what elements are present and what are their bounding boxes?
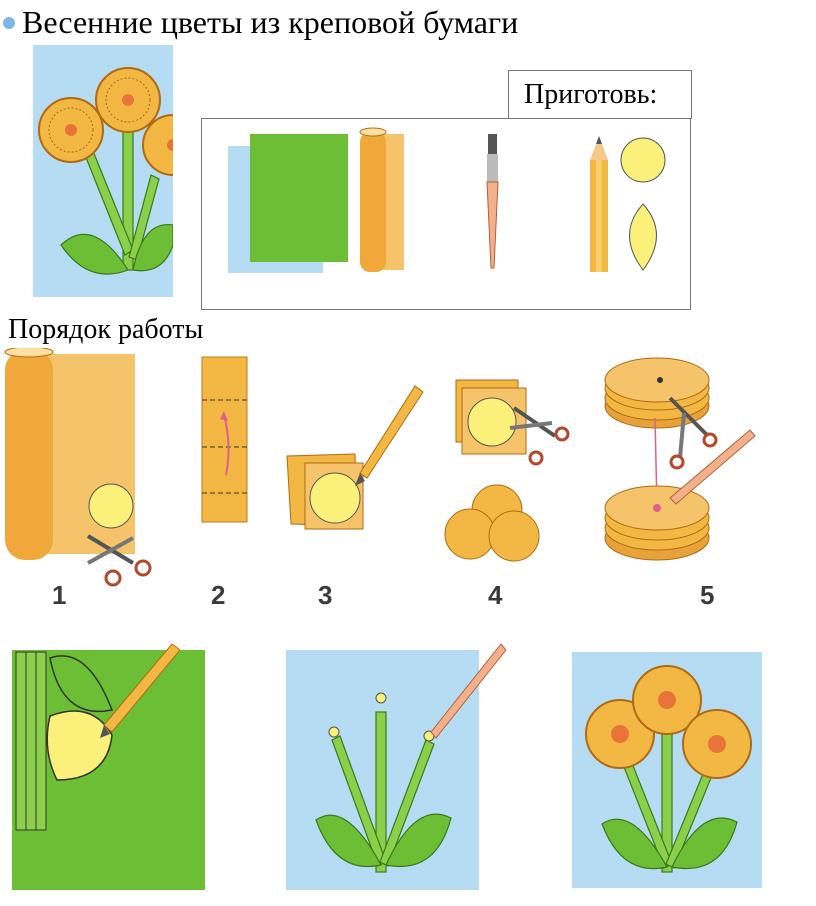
step-7-illustration: [286, 643, 506, 890]
prepare-label-box: [508, 70, 692, 119]
leaf-template-icon: [629, 203, 657, 271]
step-number: 1: [52, 580, 67, 610]
prepare-label: Приготовь:: [524, 79, 658, 110]
templates: [620, 137, 666, 271]
step-number: 2: [211, 580, 226, 610]
finished-picture: [33, 45, 173, 297]
step-2-illustration: [201, 356, 248, 523]
paper-and-roll: [228, 127, 404, 273]
order-label: Порядок работы: [8, 314, 204, 345]
step-3-illustration: [286, 385, 424, 530]
step-number: 3: [318, 580, 333, 610]
scissors-icon: [509, 406, 570, 466]
bullet-icon: [3, 17, 15, 29]
step-8-illustration: [572, 652, 762, 888]
step-1-illustration: [4, 348, 152, 587]
materials-box: [201, 118, 691, 310]
step-4-illustration: [444, 379, 570, 562]
brush-icon: [486, 134, 499, 269]
circle-template-icon: [620, 137, 666, 183]
scissors-icon: [668, 396, 718, 470]
step-5-illustration: [604, 357, 756, 561]
pencil-icon: [590, 136, 608, 272]
title-row: Весенние цветы из креповой бумаги: [0, 0, 816, 44]
scissors-icon: [86, 534, 152, 587]
step-number: 4: [488, 580, 503, 610]
step-6-illustration: [12, 643, 205, 890]
green-paper-icon: [250, 134, 348, 262]
crepe-roll-icon: [359, 127, 404, 272]
step-number: 5: [700, 580, 715, 610]
page-title: Весенние цветы из креповой бумаги: [22, 4, 519, 40]
flower-head-icon: [38, 67, 173, 176]
